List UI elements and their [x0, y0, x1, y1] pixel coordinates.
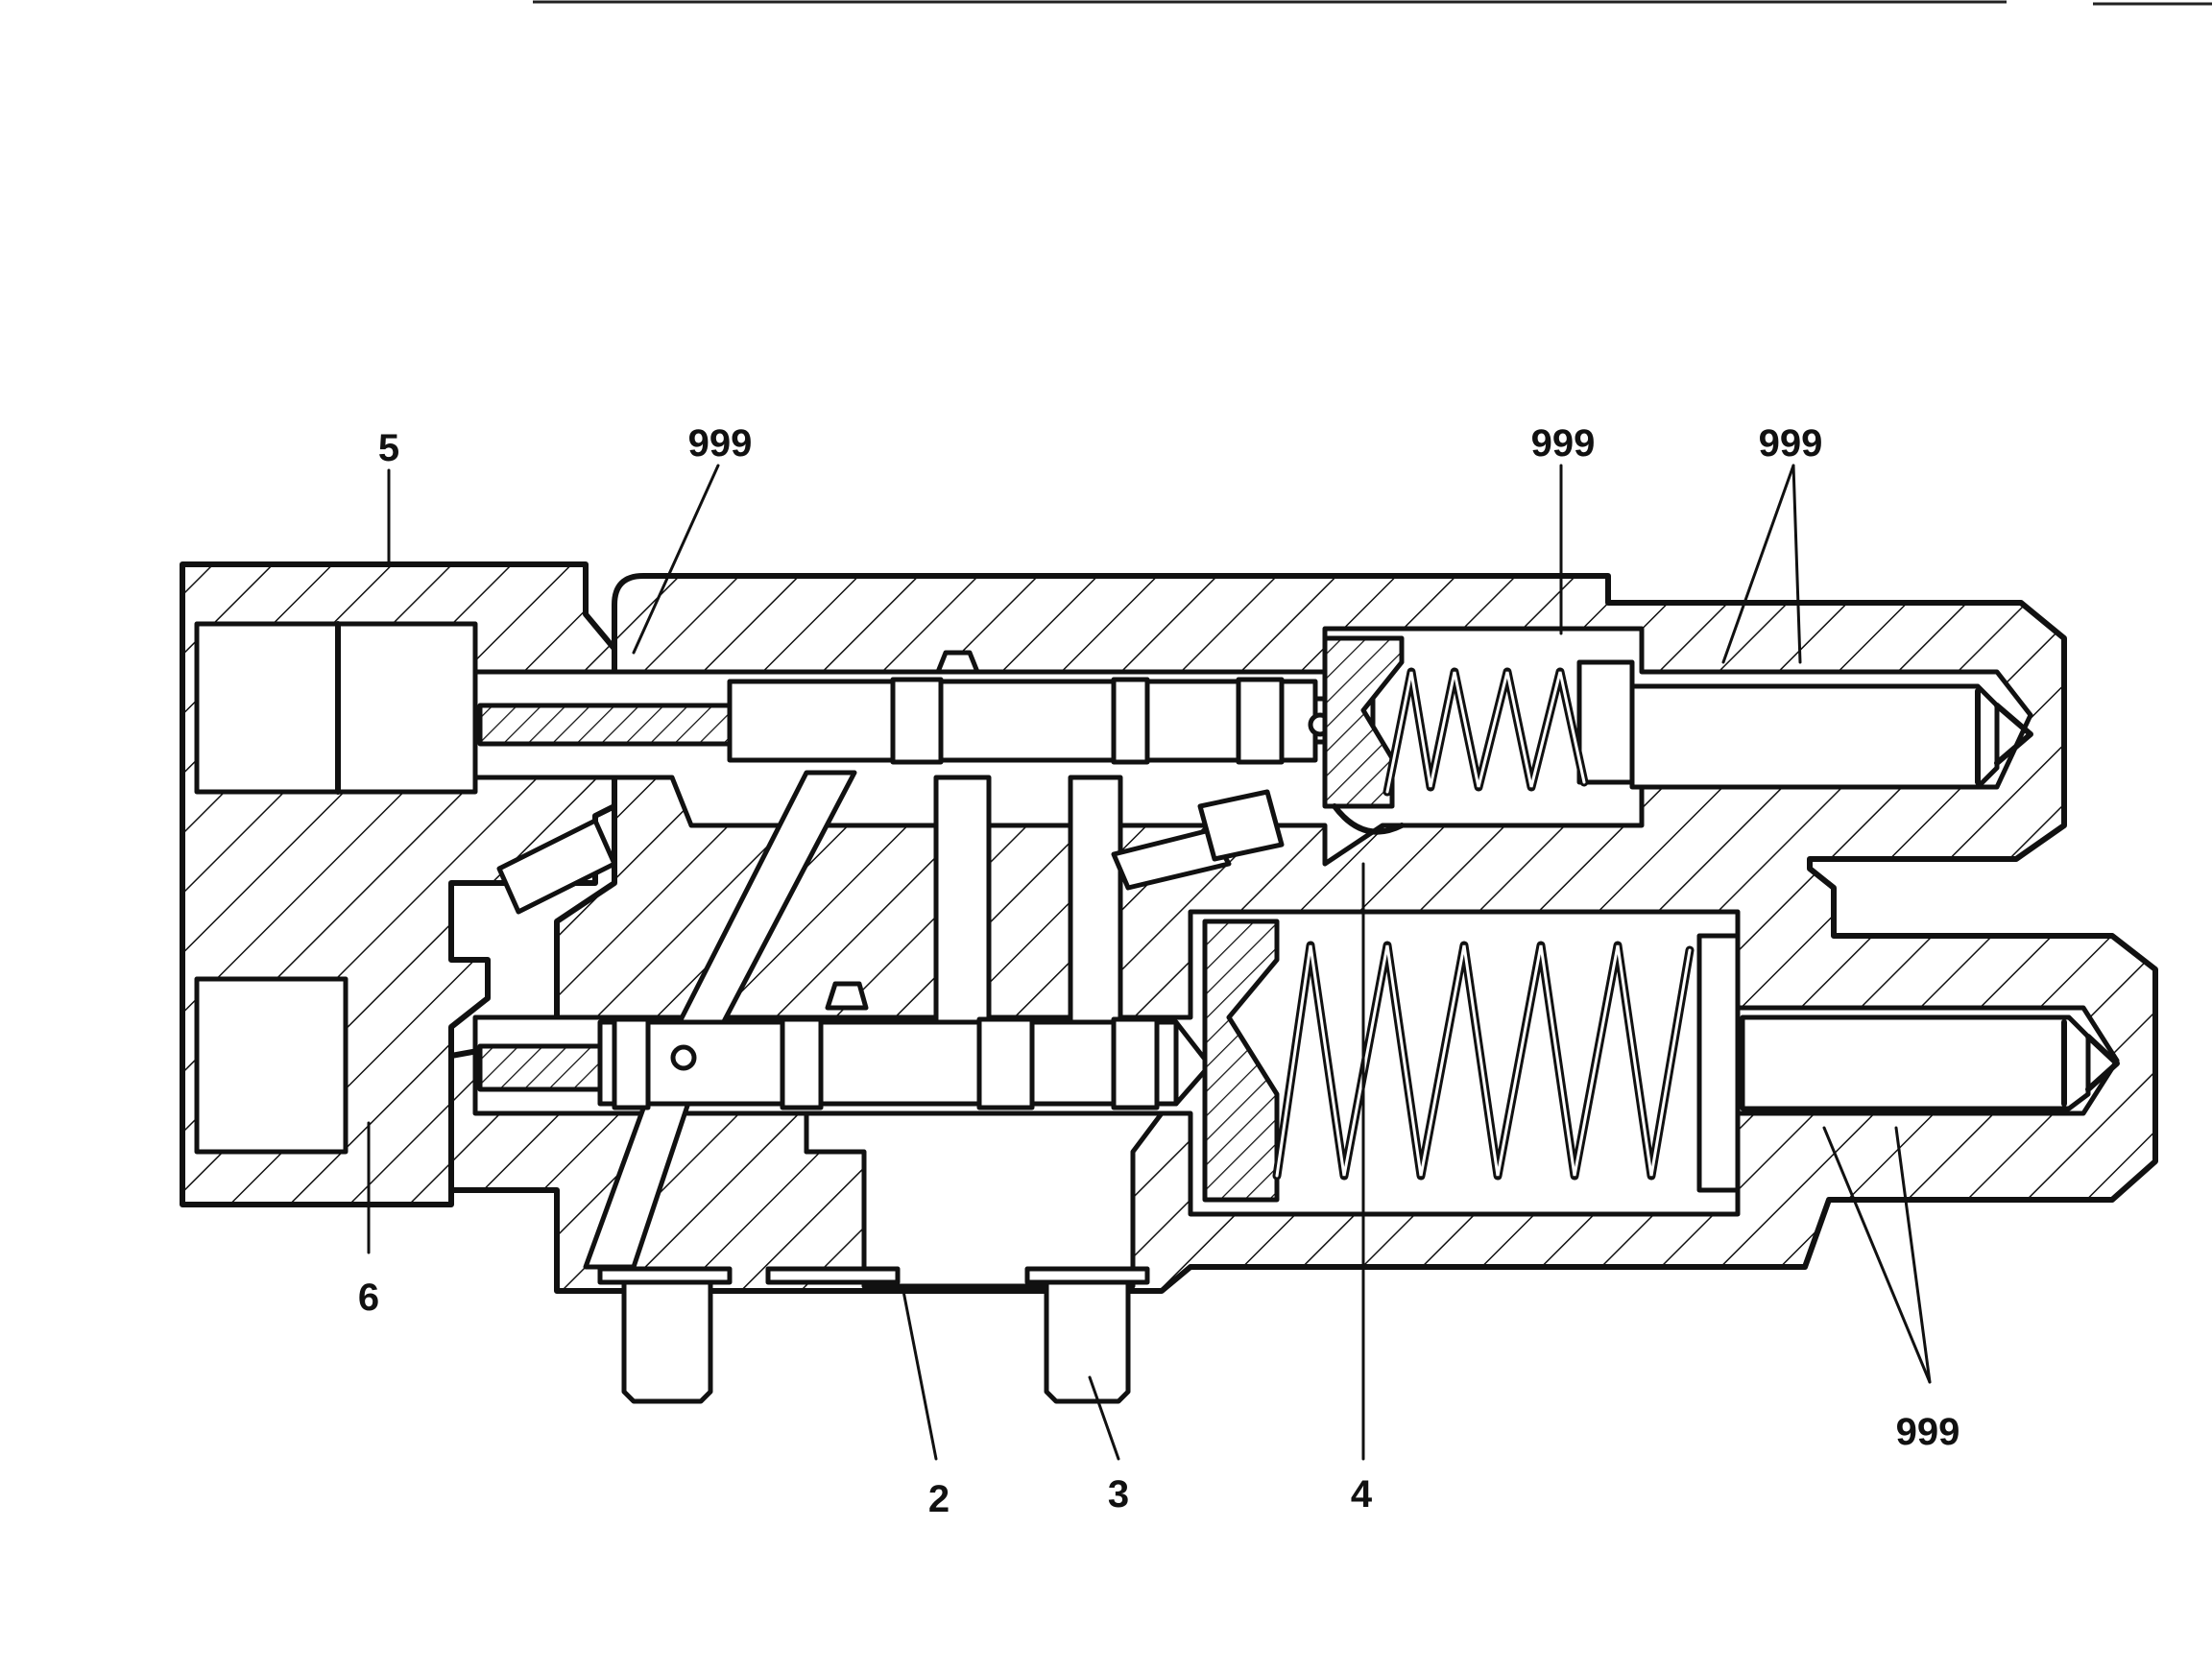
callout-6: 6 — [358, 1277, 379, 1319]
callout-3: 3 — [1108, 1473, 1129, 1516]
callout-999-bottom-right: 999 — [1896, 1411, 1960, 1453]
callout-999-top-left: 999 — [688, 422, 753, 465]
leader-lines — [367, 464, 1932, 1461]
lower-spool — [477, 981, 1213, 1110]
callout-999-top-middle: 999 — [1531, 422, 1596, 465]
end-cap-housing — [180, 561, 637, 1207]
lower-spring — [1272, 941, 1695, 1181]
callout-999-top-right: 999 — [1759, 422, 1823, 465]
lower-plunger — [1740, 1015, 2120, 1111]
lower-spring-seat — [1202, 919, 1741, 1203]
callout-4: 4 — [1351, 1473, 1373, 1516]
callout-labels: 5 999 999 999 6 2 3 4 999 — [358, 422, 1960, 1520]
check-fitting — [1197, 789, 1405, 862]
upper-spring-seat — [1322, 635, 1635, 809]
upper-spool — [477, 650, 1376, 765]
callout-5: 5 — [378, 427, 399, 469]
upper-spring — [1382, 667, 1589, 797]
callout-2: 2 — [928, 1478, 950, 1520]
bottom-port-fittings — [597, 1266, 1150, 1404]
upper-plunger — [1629, 683, 2033, 790]
